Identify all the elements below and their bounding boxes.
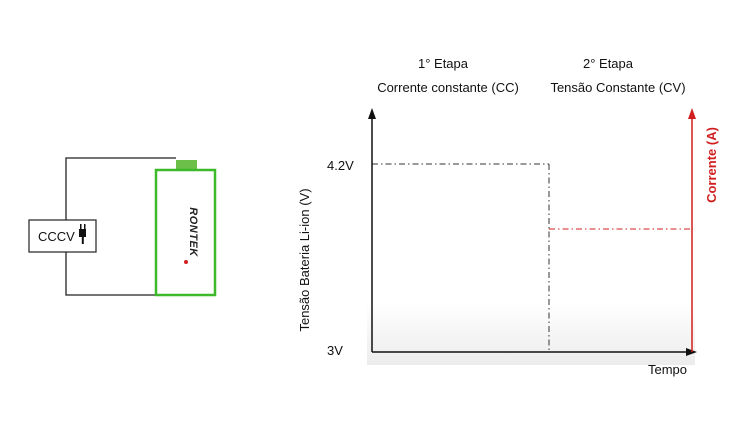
y-axis-arrow xyxy=(368,108,376,119)
right-axis-label: Corrente (A) xyxy=(704,127,719,203)
battery: RONTEK xyxy=(154,160,217,297)
x-axis-label: Tempo xyxy=(648,362,687,377)
right-axis-arrow xyxy=(688,108,696,119)
charging-chart: 1° Etapa Corrente constante (CC) 2° Etap… xyxy=(297,56,719,377)
stage-1-name: Corrente constante (CC) xyxy=(377,80,519,95)
y-tick-4.2v: 4.2V xyxy=(327,158,354,173)
charging-circuit: CCCV RONTEK xyxy=(28,157,217,297)
stage-2-name: Tensão Constante (CV) xyxy=(550,80,685,95)
battery-terminal xyxy=(176,160,197,170)
brand-accent-dot xyxy=(184,260,188,264)
y-axis-label: Tensão Bateria Li-ion (V) xyxy=(297,188,312,331)
plug-icon xyxy=(79,224,86,244)
charger-box: CCCV xyxy=(28,219,97,253)
y-tick-3v: 3V xyxy=(327,343,343,358)
stage-1-number: 1° Etapa xyxy=(418,56,469,71)
stage-2-number: 2° Etapa xyxy=(583,56,634,71)
charger-label: CCCV xyxy=(38,229,75,244)
battery-body xyxy=(154,168,217,297)
battery-brand-label: RONTEK xyxy=(187,207,199,257)
circuit-wire-top xyxy=(65,157,176,220)
plot-background xyxy=(367,110,695,365)
circuit-wire-bottom xyxy=(65,252,158,296)
